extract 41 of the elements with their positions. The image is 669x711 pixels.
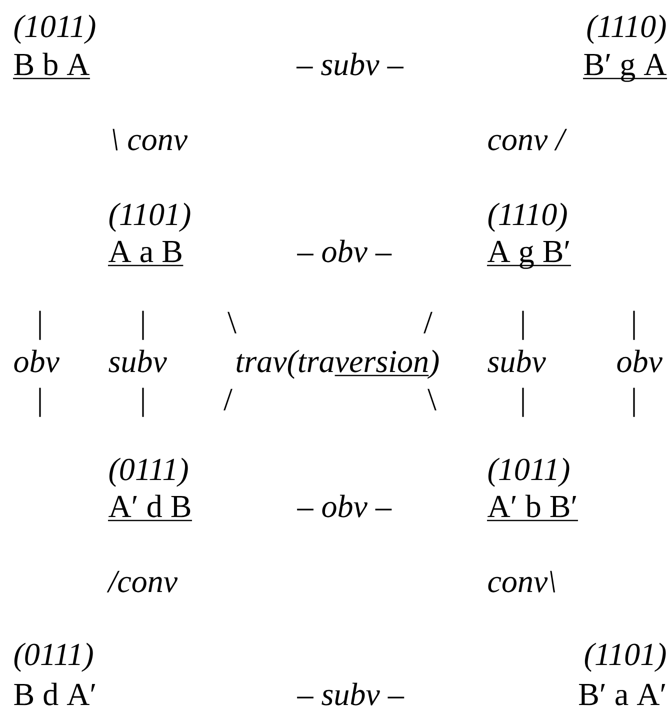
connector-glyph: | [142,310,144,340]
connector-glyph: / [224,388,232,410]
relation-label: – obv – [297,240,392,262]
connector-glyph: | [522,310,524,340]
proposition: A a B [108,240,184,266]
connector-glyph: / [424,312,432,334]
relation-label: trav(traversion) [236,350,439,379]
connector-glyph: \ [228,312,236,334]
relation-label: obv [617,350,662,372]
proposition: B d A′ [14,682,96,706]
proposition: A′ d B [108,494,192,522]
truth-code: (1101) [584,642,666,672]
connector-glyph: | [633,310,635,340]
proposition: B′ g A [583,54,667,82]
connector-glyph: \ [428,388,436,410]
relation-label: obv [14,350,60,372]
truth-code: (0111) [109,458,188,487]
proposition: B′ a A′ [579,684,666,706]
connector-glyph: | [522,388,524,417]
connector-glyph: | [633,388,635,417]
truth-code: (0111) [14,642,93,672]
relation-label: – subv – [296,52,404,76]
relation-label: subv [488,350,546,372]
relation-label: /conv [106,570,178,592]
truth-code: (1011) [488,458,570,487]
proposition: B b A [13,52,90,80]
proposition: A g B′ [487,240,571,269]
connector-glyph: | [142,388,144,417]
relation-label: subv [108,350,167,372]
truth-code: (1101) [109,202,190,232]
truth-code: (1011) [14,14,96,44]
relation-label: – obv – [297,494,392,518]
truth-code: (1110) [488,202,567,232]
relation-label: conv / [488,128,568,150]
relation-label: conv\ [488,570,556,592]
relation-label: \ conv [112,128,188,150]
connector-glyph: | [39,388,41,417]
relation-label: – subv – [297,682,404,706]
proposition: A′ b B′ [487,494,578,522]
connector-glyph: | [39,310,41,340]
truth-code: (1110) [587,14,666,44]
